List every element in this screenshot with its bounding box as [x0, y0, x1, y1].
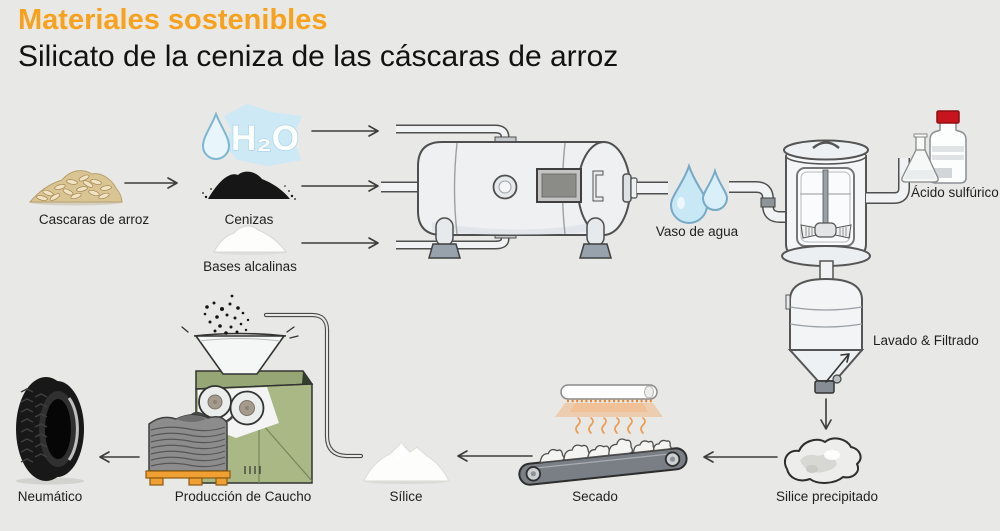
conveyor-belt — [518, 438, 688, 486]
water-drop-icon — [201, 111, 231, 160]
label-alkaline-bases: Bases alcalinas — [203, 259, 297, 274]
page-title: Materiales sostenibles — [18, 4, 328, 36]
pallet — [145, 470, 231, 486]
mixing-vessel — [781, 139, 910, 281]
arrow-water-to-autoclave — [311, 125, 379, 137]
arrow-rubber-to-tire — [99, 451, 140, 463]
label-precipitated-silica: Silice precipitado — [776, 489, 878, 504]
roller-icons — [198, 385, 265, 426]
acid-bottle-icon — [929, 110, 967, 184]
bottle-cap — [936, 110, 960, 124]
label-ashes: Cenizas — [225, 212, 274, 227]
water-drops-icon — [669, 162, 794, 224]
flask-icon — [901, 133, 939, 183]
vessel-lid — [783, 139, 869, 161]
h2o-icon: H₂O — [201, 104, 302, 166]
label-washing-filtering: Lavado & Filtrado — [873, 333, 979, 348]
arrow-husks-to-ashes — [124, 177, 178, 189]
silica-lumps — [539, 438, 672, 464]
arrow-silica-to-drying — [703, 451, 778, 463]
label-sulfuric-acid: Ácido sulfúrico — [911, 185, 999, 200]
label-water-glass: Vaso de agua — [656, 224, 739, 239]
page-subtitle: Silicato de la ceniza de las cáscaras de… — [18, 40, 619, 73]
arrow-filter-to-silica — [820, 398, 832, 430]
inspection-window — [536, 168, 582, 203]
label-silica: Sílice — [389, 489, 422, 504]
arrow-ashes-to-autoclave — [301, 180, 379, 192]
ashes-pile-icon — [202, 171, 296, 200]
rubber-stack — [148, 414, 228, 472]
precipitated-silica-icon — [783, 437, 862, 484]
rice-husks-pile-icon — [28, 170, 123, 206]
tank-legs — [428, 217, 612, 259]
vent-slots — [244, 466, 261, 474]
rubber-production-machine — [145, 294, 314, 486]
lid-handle — [812, 141, 840, 149]
stirrer-shaft — [822, 169, 829, 226]
label-rubber-production: Producción de Caucho — [175, 489, 312, 504]
tire-icon — [16, 377, 84, 485]
arrow-bases-to-autoclave — [301, 237, 379, 249]
label-rice-husks: Cascaras de arroz — [39, 212, 150, 227]
label-h2o: H₂O — [231, 119, 299, 158]
handle-bracket — [592, 170, 604, 202]
heater-lamp-icon — [555, 384, 663, 434]
header: Materiales sostenibles Silicato de la ce… — [18, 4, 618, 74]
washing-filtering-vessel — [785, 277, 865, 394]
falling-particles — [203, 294, 250, 335]
outlet-valve — [814, 380, 835, 394]
alkaline-bases-pile-icon — [213, 225, 287, 255]
label-tire: Neumático — [18, 489, 83, 504]
label-drying: Secado — [572, 489, 618, 504]
hopper-icon — [181, 326, 299, 375]
arrow-drying-to-silica — [457, 450, 533, 462]
silica-feed-tube — [263, 312, 364, 459]
stirrer-impeller — [800, 222, 852, 239]
drying-station — [518, 384, 688, 486]
autoclave-reactor — [381, 124, 668, 259]
silica-pile-icon — [363, 442, 450, 484]
